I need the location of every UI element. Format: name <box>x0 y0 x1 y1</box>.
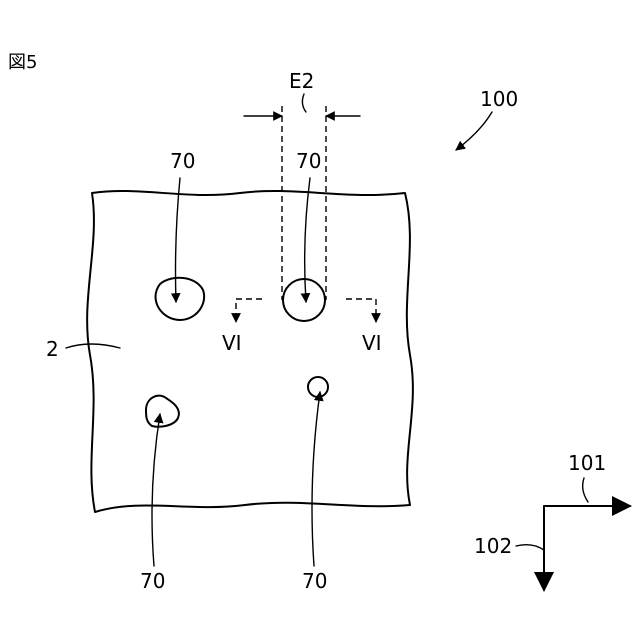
defect-reference-label-bottom-right: 70 <box>302 569 327 593</box>
defect-leader-bottom-right <box>312 392 320 566</box>
direction-102-label: 102 <box>474 534 512 558</box>
defect-top-left <box>156 278 205 320</box>
direction-102-leader <box>516 545 544 550</box>
direction-101-label: 101 <box>568 451 606 475</box>
defect-reference-label-top-left: 70 <box>170 149 195 173</box>
defect-leader-top-center <box>305 178 310 302</box>
width-dimension-leader <box>302 94 306 112</box>
section-label-right: VI <box>362 331 382 355</box>
defect-reference-label-bottom-left: 70 <box>140 569 165 593</box>
defect-bottom-left <box>146 396 179 427</box>
defect-bottom-right <box>308 377 328 397</box>
figure-label: 図5 <box>8 52 37 73</box>
direction-101-leader <box>583 478 588 502</box>
device-reference-label: 100 <box>480 87 518 111</box>
width-dimension-label: E2 <box>289 69 314 93</box>
section-line-left <box>236 299 262 322</box>
device-reference-leader <box>456 112 492 150</box>
plate-reference-leader <box>66 344 120 348</box>
plate-reference-label: 2 <box>46 337 59 361</box>
section-label-left: VI <box>222 331 242 355</box>
section-line-right <box>346 299 376 322</box>
defect-leader-bottom-left <box>152 414 160 566</box>
defect-leader-top-left <box>176 178 181 302</box>
defect-top-center <box>283 279 325 321</box>
defect-reference-label-top-center: 70 <box>296 149 321 173</box>
